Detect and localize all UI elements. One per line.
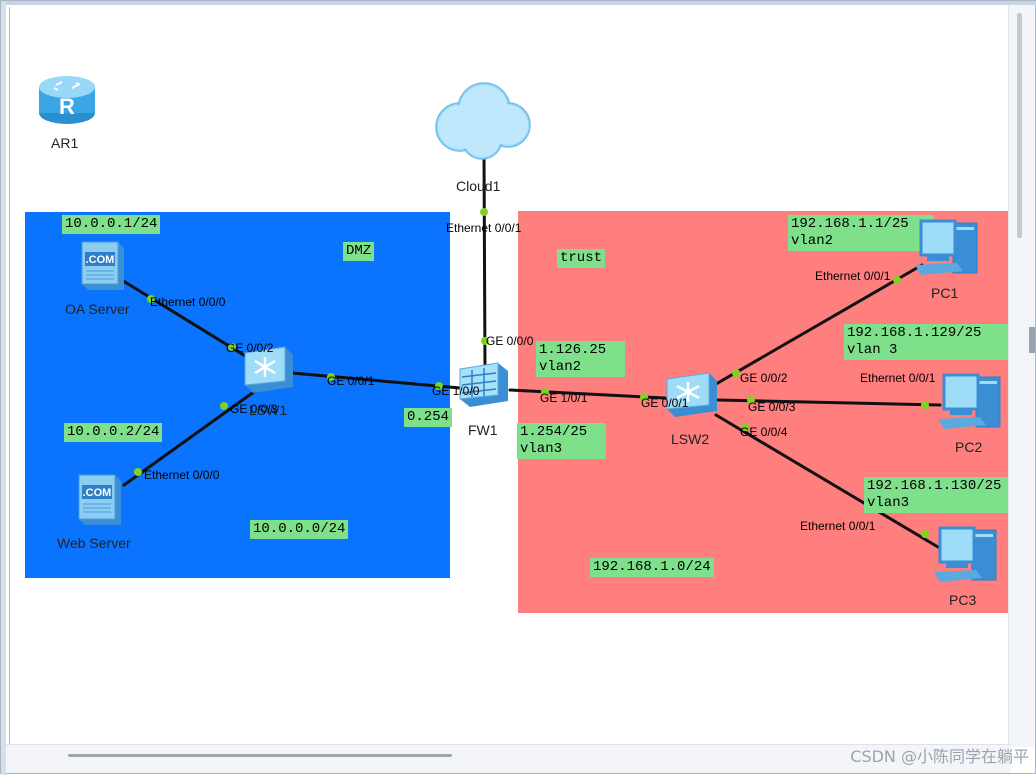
port-label: GE 0/0/1	[327, 374, 375, 388]
web-ip-note: 10.0.0.2/24	[64, 423, 163, 442]
port-label: GE 1/0/1	[540, 391, 588, 405]
port-dot	[481, 337, 489, 345]
port-label: GE 0/0/1	[641, 396, 689, 410]
port-dot	[327, 373, 335, 381]
trust-network-note: 192.168.1.0/24	[590, 558, 714, 577]
port-dot	[893, 276, 901, 284]
switch-icon[interactable]	[241, 343, 297, 395]
port-label: GE 1/0/0	[432, 384, 480, 398]
port-label: GE 0/0/3	[230, 402, 278, 416]
server-icon[interactable]: .COM	[73, 471, 125, 527]
port-dot	[921, 530, 929, 538]
pc-icon[interactable]	[936, 371, 1006, 433]
port-label: GE 0/0/2	[226, 341, 274, 355]
window-top-border	[1, 1, 1036, 5]
lsw1-label: LSW1	[249, 402, 288, 418]
link-cloud1-fw1	[482, 152, 487, 371]
pc1-ip-note: 192.168.1.1/25 vlan2	[788, 215, 934, 251]
port-label: GE 0/0/4	[740, 425, 788, 439]
port-dot	[228, 343, 236, 351]
window-left-border	[1, 1, 6, 775]
port-label: GE 0/0/2	[740, 371, 788, 385]
port-label: GE 0/0/0	[486, 334, 534, 348]
port-label: Ethernet 0/0/1	[446, 221, 522, 235]
topology-canvas[interactable]: R AR1 Cloud1 10.0.0.1/24 DMZ 10.0.0.2/24…	[9, 7, 1011, 747]
fw1-label: FW1	[468, 422, 498, 438]
server-icon[interactable]: .COM	[76, 238, 128, 292]
link-lsw2-pc2	[716, 398, 942, 407]
svg-text:R: R	[59, 94, 75, 119]
pc1-label: PC1	[931, 285, 959, 301]
port-dot	[480, 208, 488, 216]
lsw2-label: LSW2	[671, 431, 710, 447]
fw-vlan2-note: 1.126.25 vlan2	[536, 341, 625, 377]
port-dot	[921, 401, 929, 409]
port-dot	[741, 423, 749, 431]
link-oaserver-lsw1	[118, 277, 262, 367]
port-label: Ethernet 0/0/0	[144, 468, 220, 482]
port-dot	[147, 295, 155, 303]
link-layer	[118, 152, 942, 549]
port-label: Ethernet 0/0/1	[815, 269, 891, 283]
cloud1-label: Cloud1	[456, 178, 501, 194]
port-dot	[134, 468, 142, 476]
port-dot	[435, 382, 443, 390]
port-dot	[732, 369, 740, 377]
pc2-label: PC2	[955, 439, 983, 455]
trust-zone-area[interactable]	[518, 211, 1011, 613]
vertical-scrollbar-thumb[interactable]	[1017, 13, 1022, 238]
pc2-ip-note: 192.168.1.129/25 vlan 3	[844, 324, 1011, 360]
port-label: Ethernet 0/0/1	[800, 519, 876, 533]
vertical-scrollbar[interactable]	[1008, 5, 1035, 747]
fw-vlan3-note: 1.254/25 vlan3	[517, 423, 606, 459]
port-dot	[747, 396, 755, 404]
web-server-label: Web Server	[57, 535, 131, 551]
link-fw1-lsw2	[508, 388, 667, 400]
pc3-ip-note: 192.168.1.130/25 vlan3	[864, 477, 1011, 513]
pc-icon[interactable]	[932, 524, 1002, 586]
trust-zone-label: trust	[557, 249, 606, 268]
cloud-icon[interactable]	[428, 79, 536, 163]
fw-dmz-ip-note: 0.254	[404, 408, 453, 427]
link-lsw1-fw1	[290, 371, 462, 390]
horizontal-scrollbar-thumb[interactable]	[68, 754, 452, 757]
firewall-icon[interactable]	[456, 359, 512, 409]
dmz-zone-label: DMZ	[343, 242, 375, 261]
port-dot	[640, 393, 648, 401]
oa-ip-note: 10.0.0.1/24	[62, 215, 161, 234]
link-lsw2-pc1	[714, 263, 924, 386]
port-dot	[220, 402, 228, 410]
pc3-label: PC3	[949, 592, 977, 608]
svg-text:.COM: .COM	[83, 487, 112, 499]
port-label: GE 0/0/3	[748, 400, 796, 414]
horizontal-scrollbar[interactable]	[6, 744, 1011, 773]
dmz-network-note: 10.0.0.0/24	[250, 520, 349, 539]
ar1-label: AR1	[51, 135, 79, 151]
side-panel-handle[interactable]	[1029, 327, 1035, 353]
watermark: CSDN @小陈同学在躺平	[850, 747, 1029, 766]
svg-text:.COM: .COM	[86, 254, 115, 266]
port-label: Ethernet 0/0/1	[860, 371, 936, 385]
router-icon[interactable]: R	[36, 69, 98, 127]
link-lsw2-pc3	[714, 413, 940, 549]
switch-icon[interactable]	[663, 369, 721, 419]
link-webserver-lsw1	[122, 387, 260, 487]
port-label: Ethernet 0/0/0	[150, 295, 226, 309]
oa-server-label: OA Server	[65, 301, 130, 317]
port-dot	[541, 388, 549, 396]
pc-icon[interactable]	[913, 217, 983, 281]
